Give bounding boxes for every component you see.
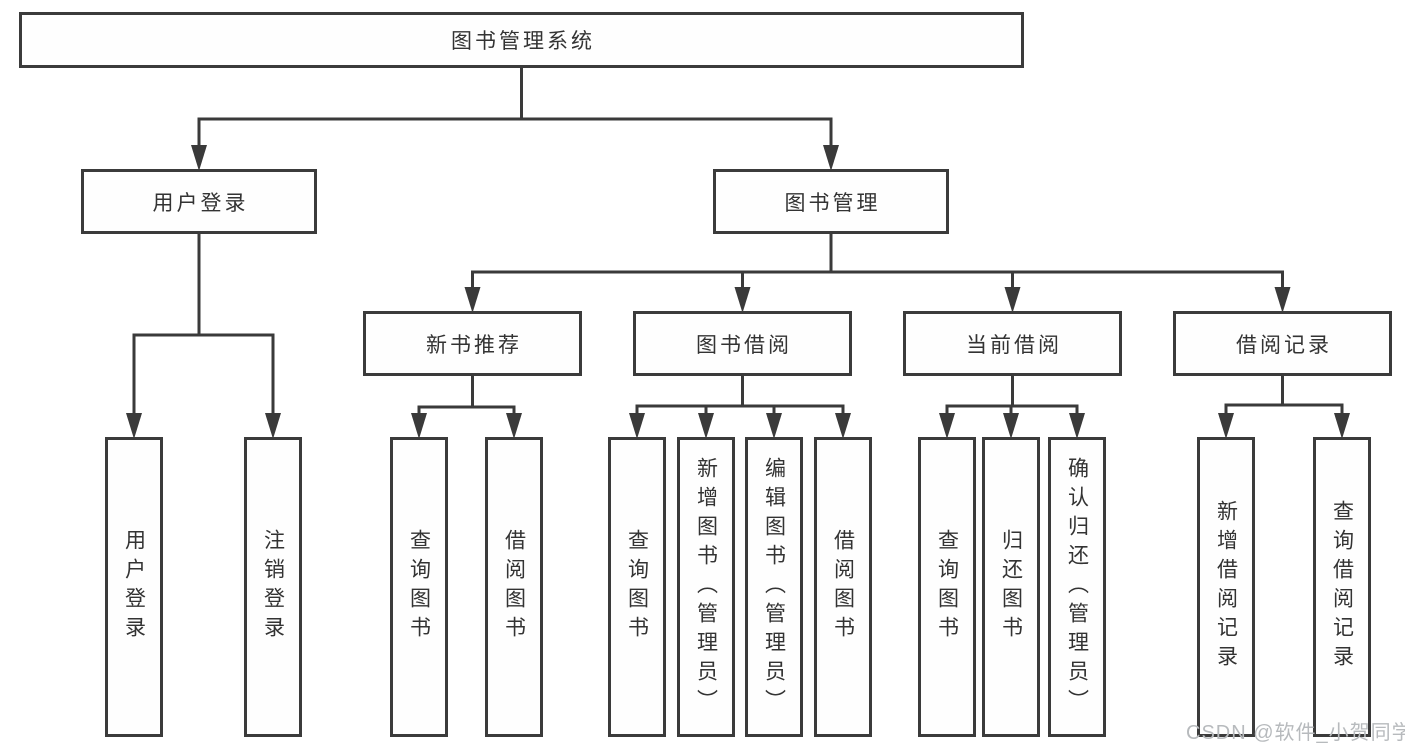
- node-label-login: 用户登录: [152, 191, 249, 215]
- arrowhead: [698, 413, 714, 439]
- node-label-records: 借阅记录: [1236, 333, 1332, 357]
- arrowhead: [823, 145, 839, 171]
- arrowhead: [939, 413, 955, 439]
- node-b2: 新增图书（管理员）: [677, 437, 735, 737]
- node-label-b2: 新增图书（管理员）: [694, 456, 718, 718]
- arrowhead: [464, 287, 481, 313]
- arrowhead: [734, 287, 751, 313]
- connector-records: [1218, 374, 1350, 439]
- arrowhead: [1218, 413, 1234, 439]
- node-mgmt: 图书管理: [713, 169, 949, 234]
- node-current: 当前借阅: [903, 311, 1122, 376]
- arrowhead: [1069, 413, 1085, 439]
- node-n2: 借阅图书: [485, 437, 543, 737]
- node-b4: 借阅图书: [814, 437, 872, 737]
- node-label-c1: 查询图书: [935, 529, 959, 645]
- node-newbook: 新书推荐: [363, 311, 582, 376]
- arrowhead: [126, 413, 142, 439]
- node-label-c3: 确认归还（管理员）: [1065, 456, 1089, 718]
- node-label-mgmt: 图书管理: [784, 191, 881, 215]
- node-label-c2: 归还图书: [999, 529, 1023, 645]
- node-c1: 查询图书: [918, 437, 976, 737]
- node-label-borrow: 图书借阅: [696, 333, 792, 357]
- node-label-n1: 查询图书: [407, 529, 431, 645]
- connector-borrow: [629, 374, 851, 439]
- node-label-n2: 借阅图书: [502, 529, 526, 645]
- node-c3: 确认归还（管理员）: [1048, 437, 1106, 737]
- node-u2: 注销登录: [244, 437, 302, 737]
- arrowhead: [1274, 287, 1291, 313]
- arrowhead: [265, 413, 281, 439]
- connector-login: [126, 232, 281, 439]
- node-r2: 查询借阅记录: [1313, 437, 1371, 737]
- arrowhead: [1004, 287, 1021, 313]
- connector-root: [191, 66, 839, 171]
- node-root: 图书管理系统: [19, 12, 1024, 68]
- arrowhead: [835, 413, 851, 439]
- connector-current: [939, 374, 1085, 439]
- node-label-b3: 编辑图书（管理员）: [762, 456, 786, 718]
- node-label-r2: 查询借阅记录: [1330, 500, 1354, 674]
- node-b1: 查询图书: [608, 437, 666, 737]
- arrowhead: [191, 145, 207, 171]
- watermark: CSDN @软件_小贺同学: [1186, 722, 1405, 744]
- node-u1: 用户登录: [105, 437, 163, 737]
- connector-mgmt: [464, 232, 1291, 313]
- arrowhead: [506, 413, 522, 439]
- arrowhead: [1334, 413, 1350, 439]
- node-records: 借阅记录: [1173, 311, 1392, 376]
- node-label-current: 当前借阅: [966, 333, 1062, 357]
- node-label-u1: 用户登录: [122, 529, 146, 645]
- node-label-b4: 借阅图书: [831, 529, 855, 645]
- arrowhead: [1003, 413, 1019, 439]
- node-b3: 编辑图书（管理员）: [745, 437, 803, 737]
- arrowhead: [766, 413, 782, 439]
- node-login: 用户登录: [81, 169, 317, 234]
- node-n1: 查询图书: [390, 437, 448, 737]
- node-c2: 归还图书: [982, 437, 1040, 737]
- node-label-newbook: 新书推荐: [426, 333, 522, 357]
- node-label-root: 图书管理系统: [451, 30, 595, 53]
- node-label-b1: 查询图书: [625, 529, 649, 645]
- connector-newbook: [411, 374, 522, 439]
- node-label-r1: 新增借阅记录: [1214, 500, 1238, 674]
- node-r1: 新增借阅记录: [1197, 437, 1255, 737]
- node-label-u2: 注销登录: [261, 529, 285, 645]
- arrowhead: [411, 413, 427, 439]
- arrowhead: [629, 413, 645, 439]
- node-borrow: 图书借阅: [633, 311, 852, 376]
